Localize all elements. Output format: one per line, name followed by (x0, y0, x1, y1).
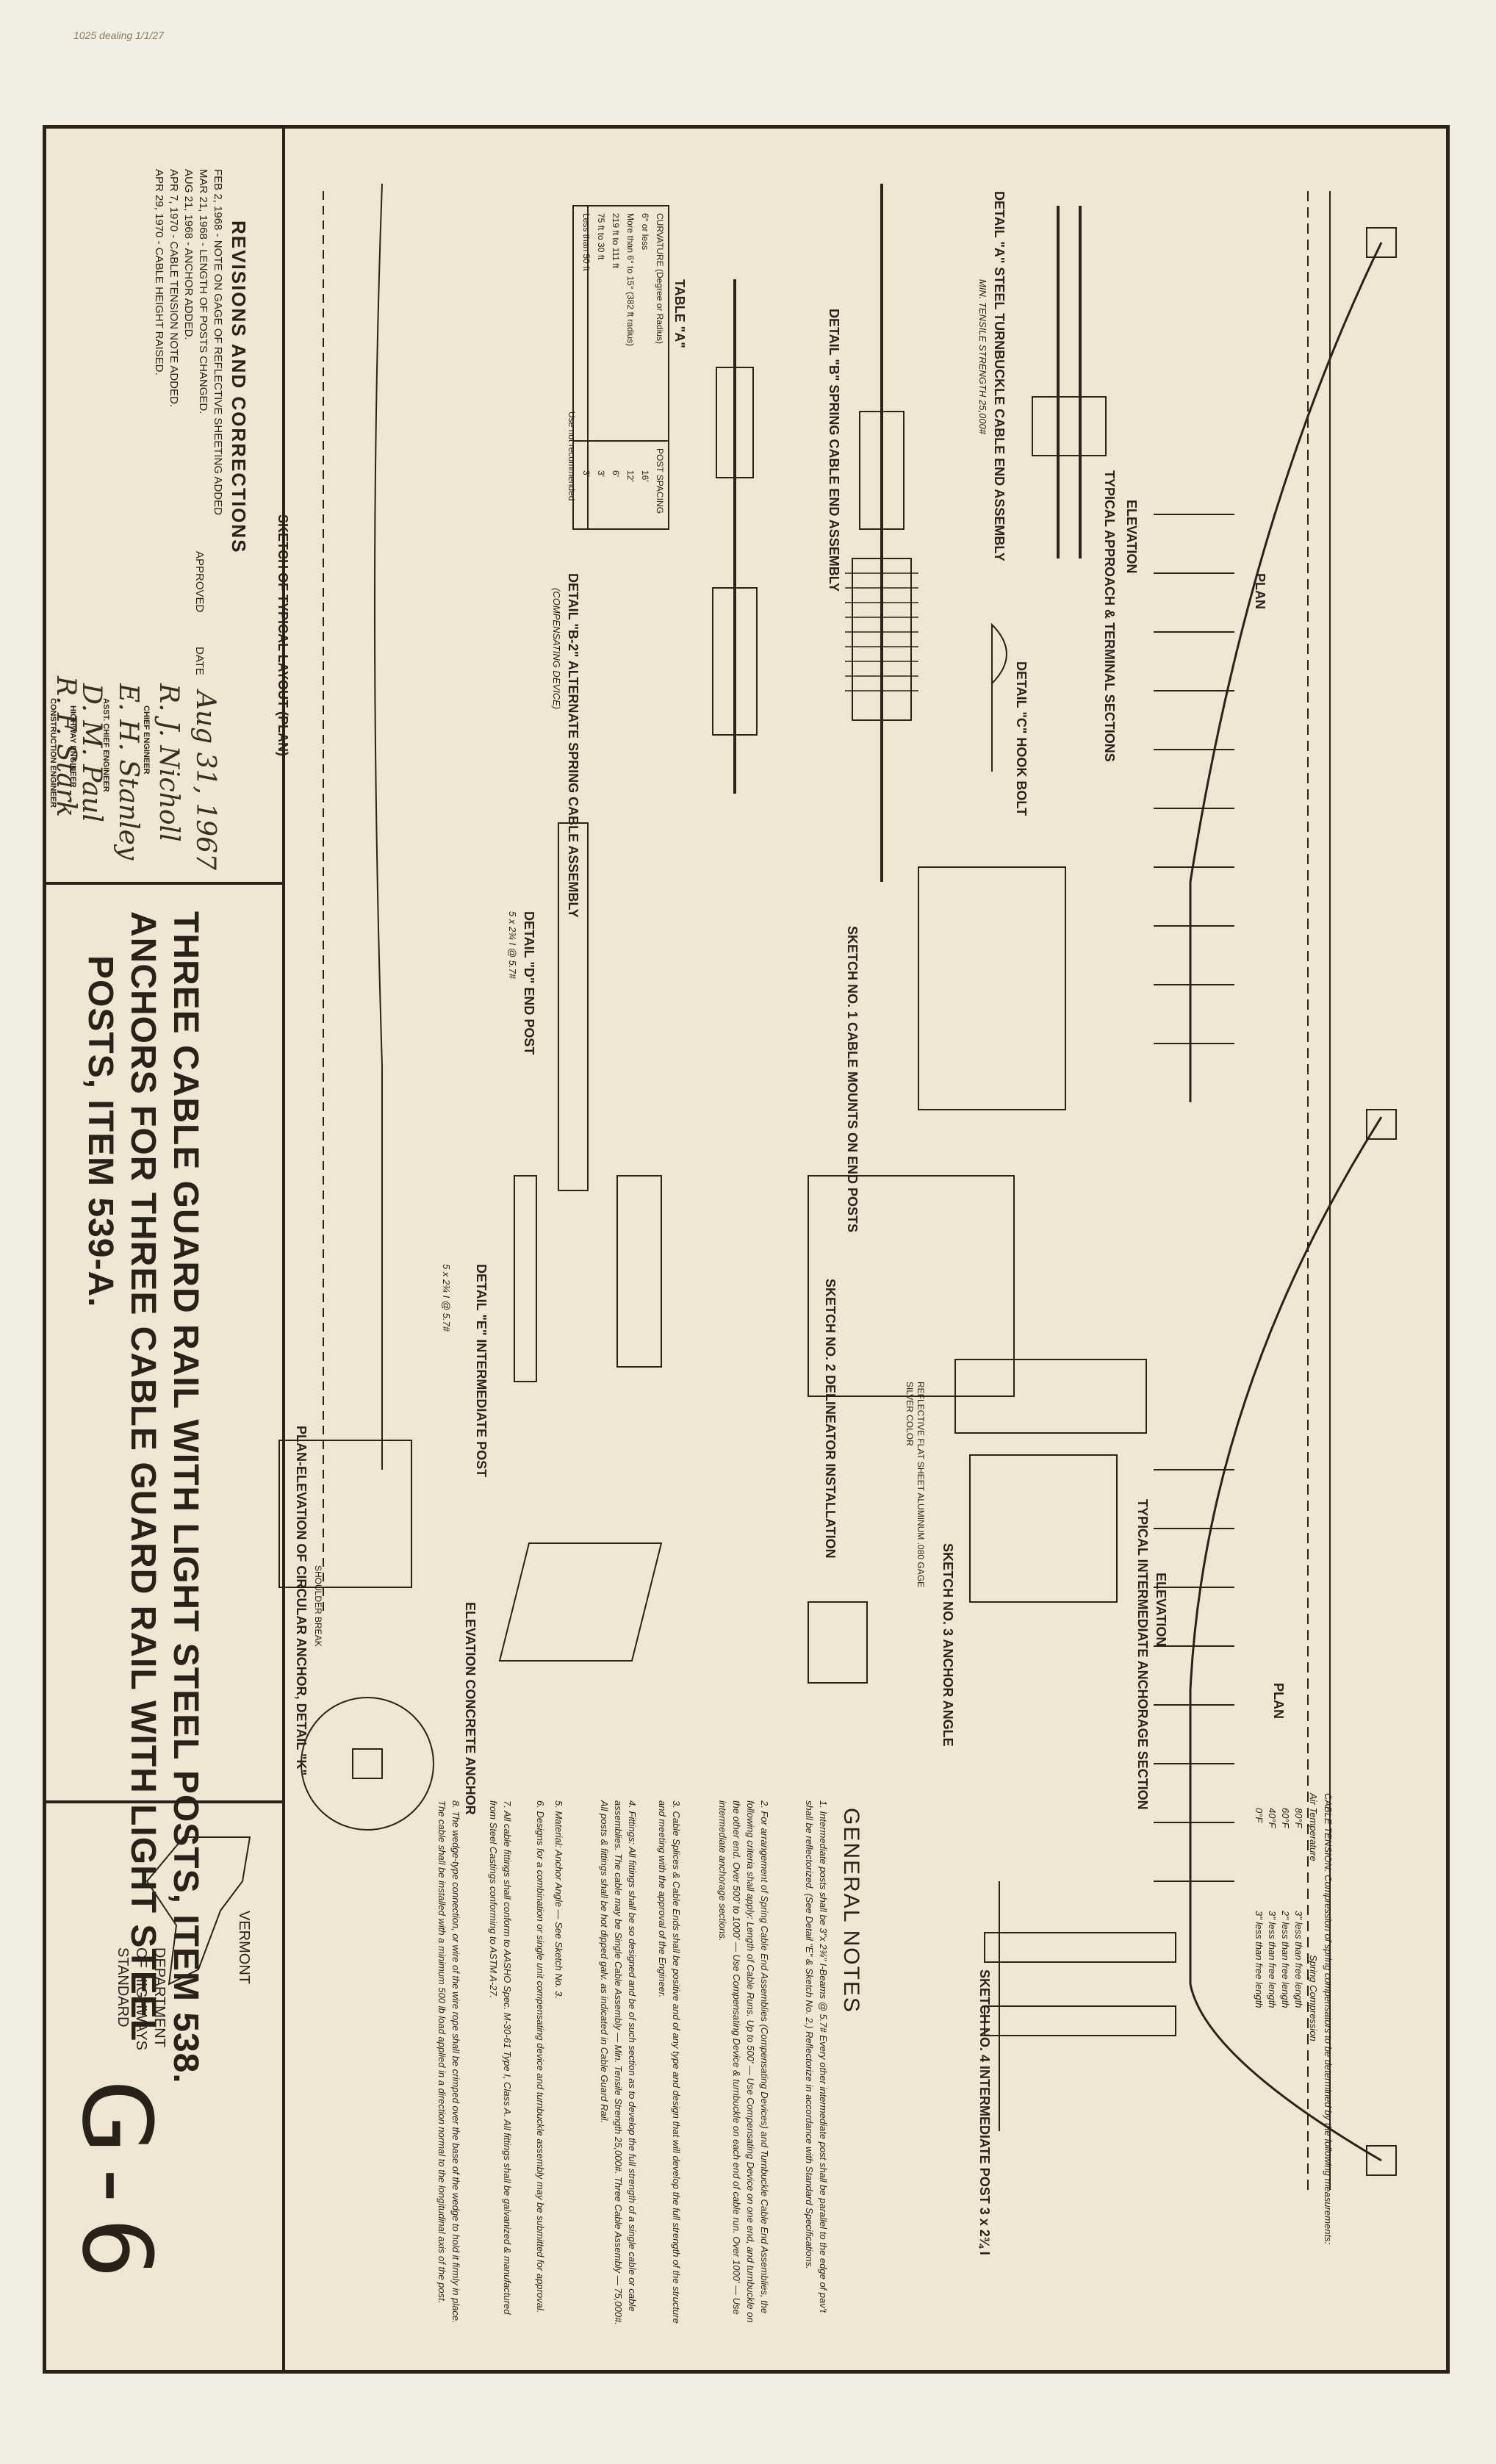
label-elevation: ELEVATION (1124, 500, 1139, 574)
table-a-head-right: POST SPACING (655, 448, 665, 514)
label-silver-color: SILVER COLOR (905, 1382, 915, 1446)
label-detail-b2: DETAIL "B-2" ALTERNATE SPRING CABLE ASSE… (566, 573, 580, 918)
table-a-row: 219 ft to 111 ft (611, 213, 621, 268)
label-sketch-3: SKETCH NO. 3 ANCHOR ANGLE (941, 1543, 955, 1747)
table-a-row: 75 ft to 30 ft (596, 213, 606, 260)
cable-tension-spring: Spring Compression (1308, 1955, 1319, 2041)
general-note: 4. Fittings: All fittings shall be so de… (599, 1800, 638, 2325)
label-plan: PLAN (1253, 573, 1267, 609)
top-margin-note: 1025 dealing 1/1/27 (73, 29, 164, 41)
label-typical-approach: TYPICAL APPROACH & TERMINAL SECTIONS (1102, 470, 1117, 762)
table-a-title: TABLE "A" (672, 279, 687, 348)
table-a-cell: 6' (611, 470, 621, 477)
cable-tension-row: 80°F (1293, 1808, 1304, 1828)
cable-tension-heading: CABLE TENSION: Compression of spring com… (1323, 1793, 1334, 2245)
title-block-divider (43, 1800, 285, 1803)
label-sketch-2: SKETCH NO. 2 DELINEATOR INSTALLATION (823, 1279, 838, 1559)
drawing-sheet (43, 125, 1450, 2374)
title-block (43, 125, 285, 2374)
general-note: 2. For arrangement of Spring Cable End A… (717, 1800, 770, 2323)
table-a-cell: 12' (625, 470, 636, 482)
label-concrete-anchor: ELEVATION CONCRETE ANCHOR (463, 1602, 478, 1815)
table-a-cell: 3' (581, 470, 591, 477)
agency-standard: STANDARD (115, 1947, 131, 2027)
cable-tension-row: 2" less than free length (1280, 1911, 1291, 2008)
label-reflective-sheet: REFLECTIVE FLAT SHEET ALUMINUM .080 GAGE (916, 1382, 926, 1588)
table-a-row: 6° or less (640, 213, 650, 251)
label-shoulder-break: SHOULDER BREAK (313, 1565, 323, 1647)
table-a-row: More than 6° to 15° (382 ft radius) (625, 213, 636, 347)
agency-department: DEPARTMENT (151, 1947, 168, 2047)
table-a-cell: 16' (640, 470, 650, 482)
general-note: 5. Material: Anchor Angle — See Sketch N… (553, 1800, 564, 2000)
label-sketch-1: SKETCH NO. 1 CABLE MOUNTS ON END POSTS (845, 926, 860, 1233)
label-detail-c: DETAIL "C" HOOK BOLT (1014, 661, 1029, 816)
general-note: 8. The wedge-type connection, or wire of… (436, 1800, 461, 2324)
agency-state: VERMONT (236, 1911, 252, 1984)
general-notes-heading: GENERAL NOTES (839, 1808, 863, 2014)
title-block-divider (43, 882, 285, 885)
cable-tension-row: 3" less than free length (1267, 1911, 1278, 2008)
label-elevation-intermediate: ELEVATION (1154, 1573, 1168, 1647)
label-sketch-4: SKETCH NO. 4 INTERMEDIATE POST 3 x 2¾ I (977, 1969, 992, 2255)
table-a-head-left: CURVATURE (Degree or Radius) (655, 213, 665, 345)
table-a-footer: Use not recommended (567, 412, 577, 501)
agency-highways: OF HIGHWAYS (133, 1947, 149, 2050)
label-end-post-size: 5 x 2¾ I @ 5.7# (507, 911, 518, 979)
table-a-row: Less than 50 ft (581, 213, 591, 271)
cable-tension-air-temp: Air Temperature (1308, 1793, 1319, 1861)
label-detail-b: DETAIL "B" SPRING CABLE END ASSEMBLY (827, 309, 841, 592)
cable-tension-row: 0°F (1254, 1808, 1265, 1823)
label-detail-d: DETAIL "D" END POST (522, 911, 536, 1055)
label-compensating: (COMPENSATING DEVICE) (551, 588, 562, 710)
label-typical-intermediate: TYPICAL INTERMEDIATE ANCHORAGE SECTION (1135, 1499, 1150, 1810)
cable-tension-row: 3" less than free length (1254, 1911, 1265, 2008)
general-note: 6. Designs for a combination or single u… (535, 1800, 546, 2313)
label-int-post-size: 5 x 2¾ I @ 5.7# (441, 1264, 452, 1332)
general-note: 1. Intermediate posts shall be 3"x 2¾" I… (804, 1800, 829, 2313)
cable-tension-row: 3" less than free length (1293, 1911, 1304, 2008)
sheet-number: G-6 (61, 2080, 173, 2294)
label-plan-2: PLAN (1271, 1683, 1286, 1719)
general-note: 3. Cable Splices & Cable Ends shall be p… (657, 1800, 682, 2324)
label-detail-a: DETAIL "A" STEEL TURNBUCKLE CABLE END AS… (992, 191, 1007, 561)
label-min-strength: MIN. TENSILE STRENGTH 25,000# (977, 279, 988, 434)
cable-tension-row: 40°F (1267, 1808, 1278, 1828)
label-typical-layout: SKETCH OF TYPICAL LAYOUT (PLAN) (276, 514, 290, 757)
cable-tension-row: 60°F (1280, 1808, 1291, 1828)
label-detail-e: DETAIL "E" INTERMEDIATE POST (474, 1264, 489, 1478)
label-circular-anchor: PLAN-ELEVATION OF CIRCULAR ANCHOR, DETAI… (294, 1426, 309, 1776)
table-a-cell: 3' (596, 470, 606, 477)
general-note: 7. All cable fittings shall conform to A… (488, 1800, 513, 2315)
